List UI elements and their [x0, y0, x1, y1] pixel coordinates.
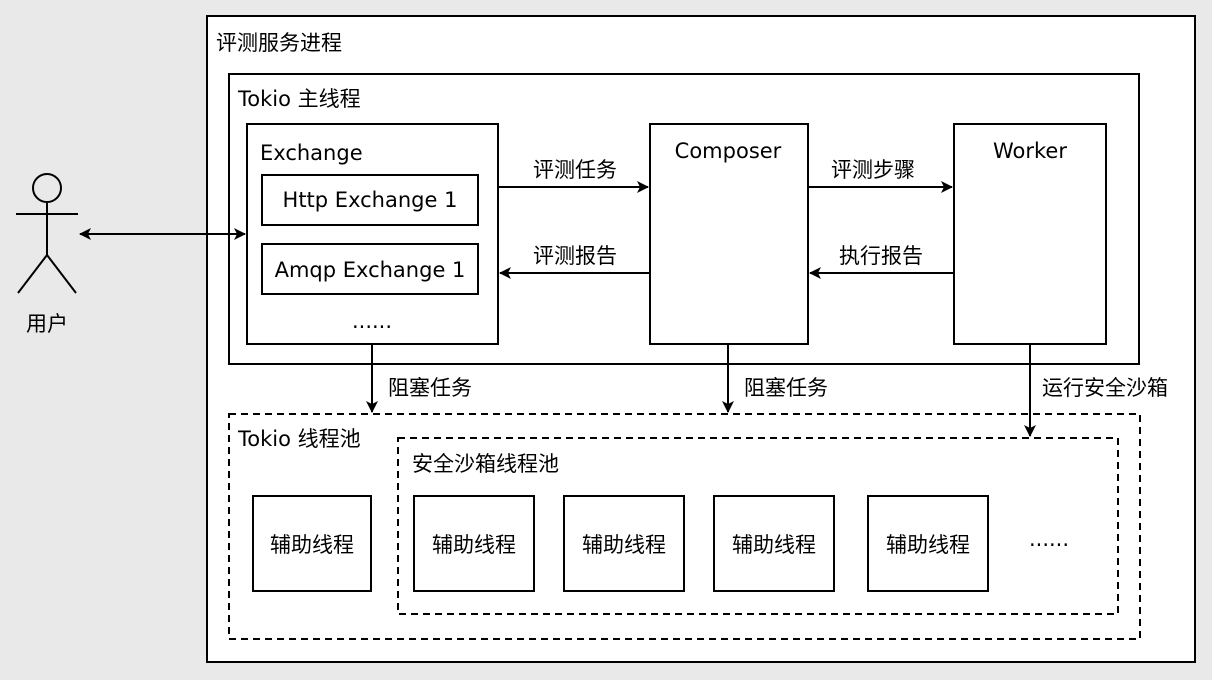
helper-thread-label: 辅助线程 — [270, 533, 354, 557]
sandbox-helper-thread-box — [413, 495, 535, 592]
sandbox-thread-pool-box — [397, 437, 1119, 615]
user-label: 用户 — [26, 312, 68, 336]
sandbox-helper-thread-box — [563, 495, 685, 592]
worker-title: Worker — [993, 139, 1067, 163]
service-process-title: 评测服务进程 — [216, 31, 342, 55]
http-exchange-box — [261, 174, 479, 226]
edge-label-eval-report: 评测报告 — [533, 244, 617, 268]
edge-label-blocking-task-1: 阻塞任务 — [388, 376, 472, 400]
exchange-box — [246, 123, 499, 345]
main-thread-box — [228, 73, 1140, 365]
amqp-exchange-label: Amqp Exchange 1 — [275, 258, 466, 282]
edge-label-eval-steps: 评测步骤 — [831, 158, 915, 182]
composer-title: Composer — [675, 139, 782, 163]
sandbox-helper-thread-label: 辅助线程 — [886, 533, 970, 557]
sandbox-helper-thread-label: 辅助线程 — [582, 533, 666, 557]
http-exchange-label: Http Exchange 1 — [283, 188, 458, 212]
edge-label-blocking-task-2: 阻塞任务 — [744, 376, 828, 400]
sandbox-more-ellipsis: ...... — [1029, 527, 1069, 551]
edge-label-eval-task: 评测任务 — [533, 158, 617, 182]
edge-label-run-sandbox: 运行安全沙箱 — [1042, 376, 1168, 400]
tokio-thread-pool-title: Tokio 线程池 — [237, 427, 361, 451]
user-actor-icon — [16, 173, 78, 294]
sandbox-helper-thread-box — [713, 495, 835, 592]
tokio-thread-pool-box — [228, 413, 1141, 640]
run-sandbox-label-bg — [1039, 373, 1189, 403]
sandbox-thread-pool-title: 安全沙箱线程池 — [412, 452, 559, 476]
exchange-title: Exchange — [260, 141, 363, 165]
edge-label-exec-report: 执行报告 — [839, 244, 923, 268]
sandbox-helper-thread-box — [867, 495, 989, 592]
helper-thread-box — [252, 495, 372, 592]
amqp-exchange-box — [261, 243, 479, 295]
exchange-more-ellipsis: ...... — [352, 309, 392, 333]
sandbox-helper-thread-label: 辅助线程 — [732, 533, 816, 557]
sandbox-helper-thread-label: 辅助线程 — [432, 533, 516, 557]
worker-box — [953, 123, 1107, 345]
main-thread-title: Tokio 主线程 — [237, 87, 361, 111]
